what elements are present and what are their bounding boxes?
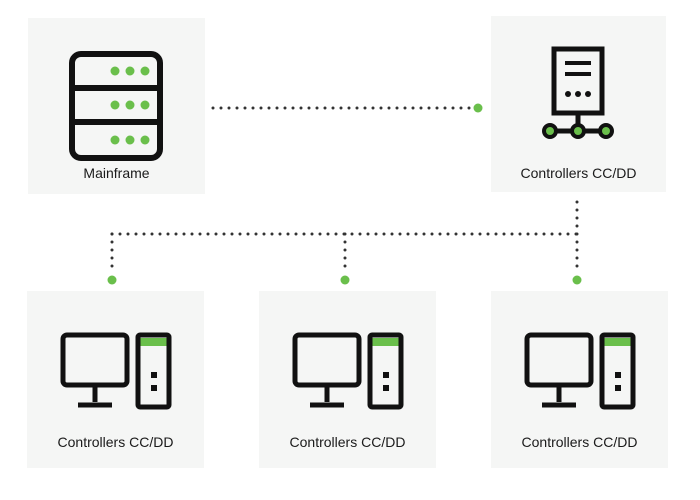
desktop-computer-icon <box>60 332 172 410</box>
desktop-computer-icon <box>292 332 404 410</box>
endpoint-dot-right <box>572 275 582 285</box>
node-mainframe: Mainframe <box>28 18 205 194</box>
network-server-icon <box>542 46 614 139</box>
endpoint-dot-controller-top <box>473 103 483 113</box>
desktop-computer-icon <box>524 332 636 410</box>
endpoint-dot-mid <box>340 275 350 285</box>
node-controller-left: Controllers CC/DD <box>27 291 204 468</box>
endpoint-dot-left <box>107 275 117 285</box>
node-label: Mainframe <box>83 165 150 181</box>
mainframe-server-icon <box>69 51 163 161</box>
node-controller-top: Controllers CC/DD <box>491 16 666 192</box>
node-label: Controllers CC/DD <box>57 434 174 450</box>
node-label: Controllers CC/DD <box>521 434 638 450</box>
node-controller-right: Controllers CC/DD <box>491 291 668 468</box>
node-label: Controllers CC/DD <box>289 434 406 450</box>
node-controller-mid: Controllers CC/DD <box>259 291 436 468</box>
node-label: Controllers CC/DD <box>520 165 637 181</box>
